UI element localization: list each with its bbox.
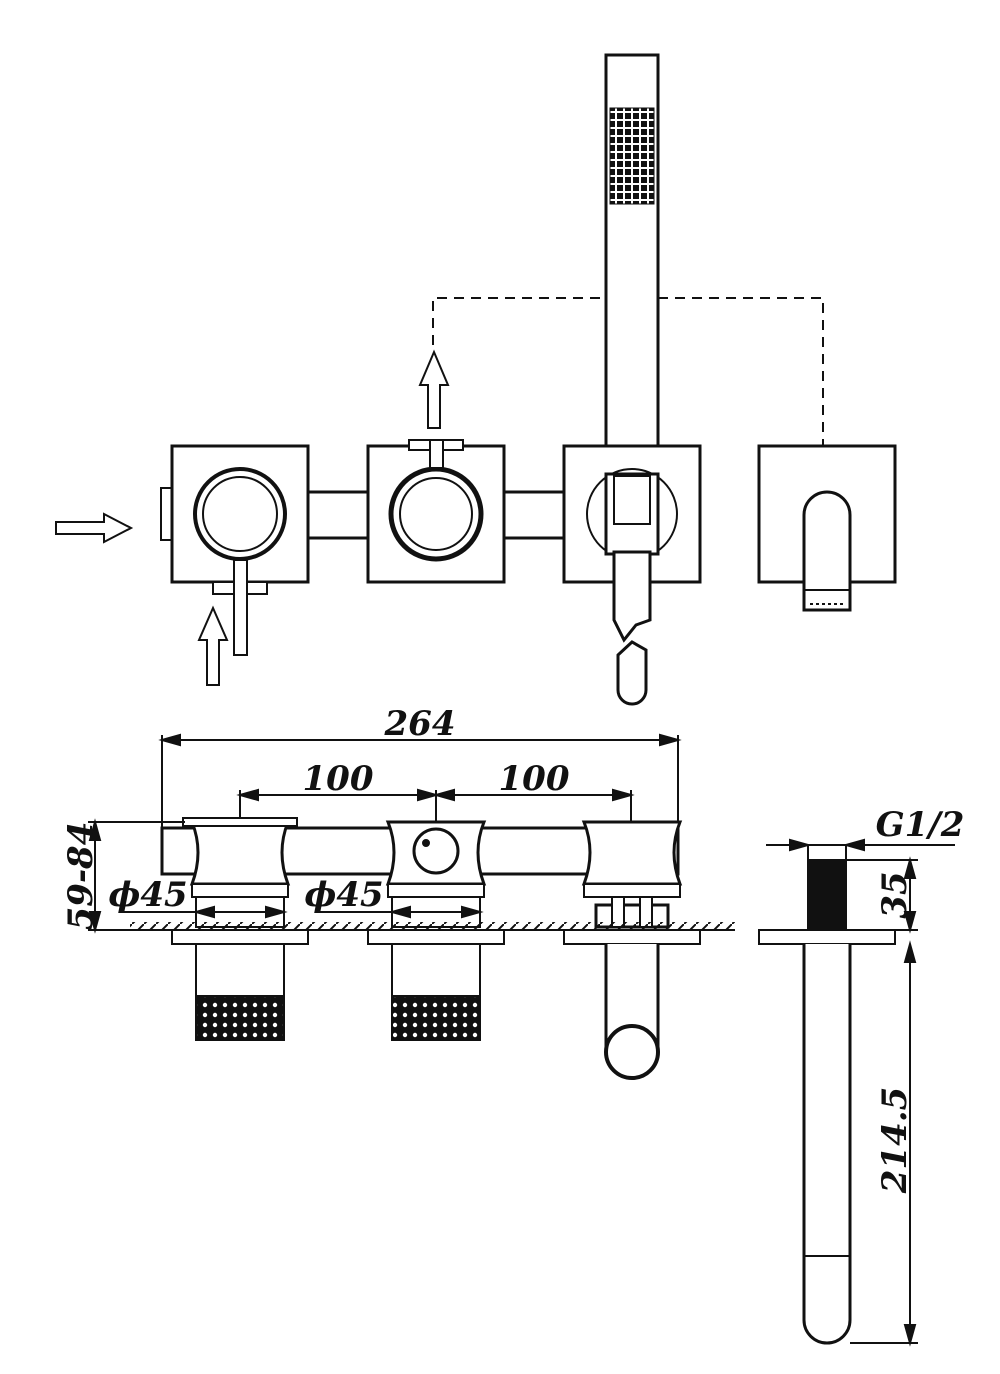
dim-outlet-height: 35 bbox=[875, 871, 915, 918]
knurled-handle-2 bbox=[391, 995, 481, 1041]
dim-overall-width: 264 bbox=[384, 704, 456, 744]
plan-view: 264 100 100 bbox=[61, 704, 735, 1080]
dim-depth-range: 59-84 bbox=[61, 822, 101, 931]
connector-pipe-2 bbox=[502, 490, 566, 540]
dim-handle-dia-left: ϕ45 bbox=[108, 875, 187, 915]
front-view bbox=[55, 53, 897, 706]
lever-handle bbox=[233, 559, 248, 656]
wall-hatch bbox=[130, 922, 735, 930]
dim-spacing-right: 100 bbox=[499, 759, 570, 799]
knurled-handle-1 bbox=[195, 995, 285, 1041]
dim-spout-length: 214.5 bbox=[875, 1087, 915, 1194]
valve-block-1 bbox=[160, 444, 310, 656]
spout-block bbox=[757, 444, 897, 612]
flow-up-arrow-bottom bbox=[197, 605, 229, 686]
dim-spacing-left: 100 bbox=[303, 759, 374, 799]
handle-3-side bbox=[581, 820, 683, 929]
hose-dashed-line bbox=[432, 297, 824, 446]
flow-right-arrow bbox=[55, 512, 134, 544]
spout-side-view: G1/2 35 214.5 bbox=[758, 805, 965, 1347]
shower-head-nozzles bbox=[609, 107, 655, 205]
shower-handle-end bbox=[616, 640, 648, 706]
valve-block-2 bbox=[366, 439, 506, 584]
thread-section bbox=[807, 859, 847, 931]
flow-up-arrow bbox=[418, 349, 450, 429]
connector-pipe-1 bbox=[306, 490, 370, 540]
dim-thread: G1/2 bbox=[876, 805, 965, 845]
valve-block-3 bbox=[562, 444, 702, 706]
dim-handle-dia-mid: ϕ45 bbox=[304, 875, 383, 915]
